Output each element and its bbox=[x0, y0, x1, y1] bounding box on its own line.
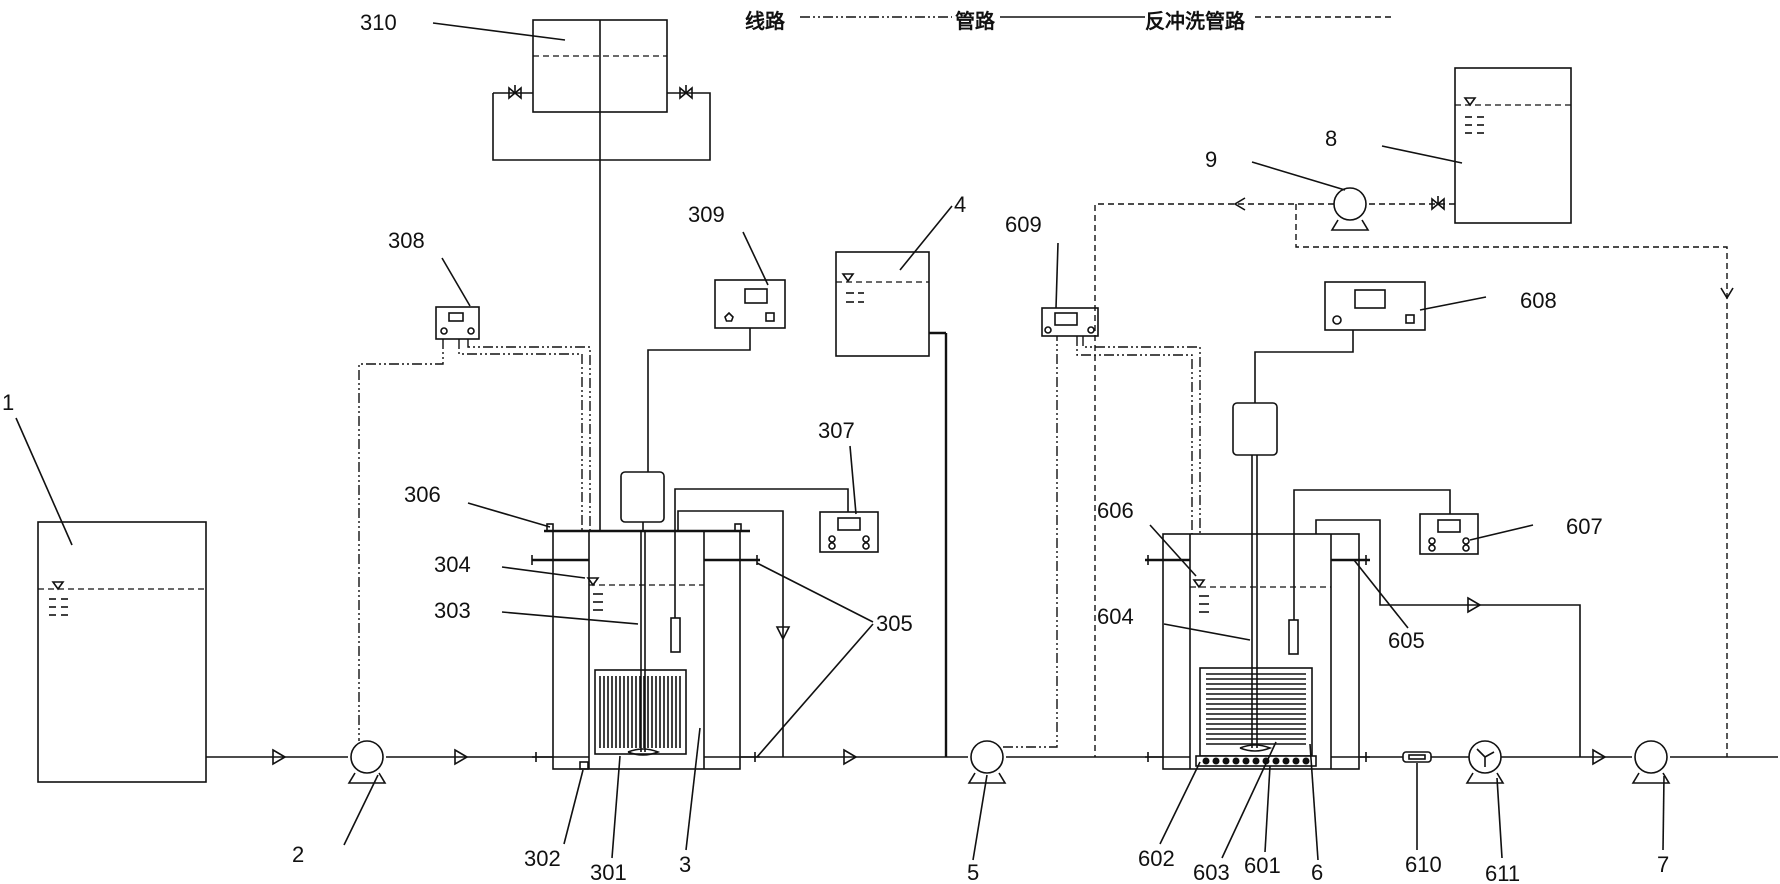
label-310: 310 bbox=[360, 10, 397, 35]
label-9: 9 bbox=[1205, 147, 1217, 172]
flow-arrow bbox=[1592, 748, 1607, 766]
flow-arrow bbox=[272, 748, 287, 766]
probe-icon bbox=[1288, 619, 1299, 655]
legend-backwash-label: 反冲洗管路 bbox=[1145, 9, 1246, 33]
label-309: 309 bbox=[688, 202, 725, 227]
label-611: 611 bbox=[1485, 861, 1520, 884]
controller-307 bbox=[819, 511, 879, 553]
controller-607 bbox=[1419, 513, 1479, 555]
pump-2-icon bbox=[347, 740, 387, 784]
label-301: 301 bbox=[590, 860, 627, 884]
flow-arrow bbox=[843, 748, 858, 766]
motor-icon bbox=[620, 471, 665, 523]
label-608: 608 bbox=[1520, 288, 1557, 313]
gas-tank-310 bbox=[492, 19, 711, 161]
label-602: 602 bbox=[1138, 846, 1175, 871]
aerator-601 bbox=[1202, 757, 1310, 765]
label-7: 7 bbox=[1657, 852, 1669, 877]
label-8: 8 bbox=[1325, 126, 1337, 151]
reactor-3 bbox=[531, 523, 760, 770]
label-3: 3 bbox=[679, 852, 691, 877]
legend-pipe-label: 管路 bbox=[955, 9, 996, 33]
label-2: 2 bbox=[292, 842, 304, 867]
label-603: 603 bbox=[1193, 860, 1230, 884]
label-605: 605 bbox=[1388, 628, 1425, 653]
label-305: 305 bbox=[876, 611, 913, 636]
label-304: 304 bbox=[434, 552, 471, 577]
controller-308 bbox=[435, 306, 480, 340]
controller-609 bbox=[1041, 307, 1099, 337]
label-307: 307 bbox=[818, 418, 855, 443]
controller-608 bbox=[1324, 281, 1426, 331]
pump-5-icon bbox=[967, 740, 1007, 784]
controller-309 bbox=[714, 279, 786, 329]
label-6: 6 bbox=[1311, 860, 1323, 884]
impeller-icon bbox=[627, 748, 661, 756]
label-303: 303 bbox=[434, 598, 471, 623]
label-4: 4 bbox=[954, 192, 966, 217]
label-5: 5 bbox=[967, 860, 979, 884]
label-609: 609 bbox=[1005, 212, 1042, 237]
pump-7-icon bbox=[1631, 740, 1671, 784]
flowmeter-610 bbox=[1402, 751, 1432, 763]
label-1: 1 bbox=[2, 390, 14, 415]
dosing-tank-4 bbox=[835, 251, 946, 357]
label-302: 302 bbox=[524, 846, 561, 871]
raw-water-tank bbox=[37, 521, 207, 783]
pump-9-icon bbox=[1330, 187, 1370, 231]
membrane-module-301 bbox=[599, 676, 681, 748]
label-606: 606 bbox=[1097, 498, 1134, 523]
label-306: 306 bbox=[404, 482, 441, 507]
impeller-icon bbox=[1239, 744, 1273, 752]
label-601: 601 bbox=[1244, 853, 1281, 878]
label-610: 610 bbox=[1405, 852, 1442, 877]
legend-line-label: 线路 bbox=[745, 9, 786, 33]
backwash-tank-8 bbox=[1454, 67, 1572, 224]
motor-icon bbox=[1232, 402, 1278, 456]
label-604: 604 bbox=[1097, 604, 1134, 629]
membrane-module-603 bbox=[1206, 673, 1306, 745]
fan-pump-611-icon bbox=[1465, 740, 1505, 784]
label-308: 308 bbox=[388, 228, 425, 253]
label-607: 607 bbox=[1566, 514, 1603, 539]
probe-icon bbox=[670, 617, 681, 653]
flow-arrow bbox=[454, 748, 469, 766]
